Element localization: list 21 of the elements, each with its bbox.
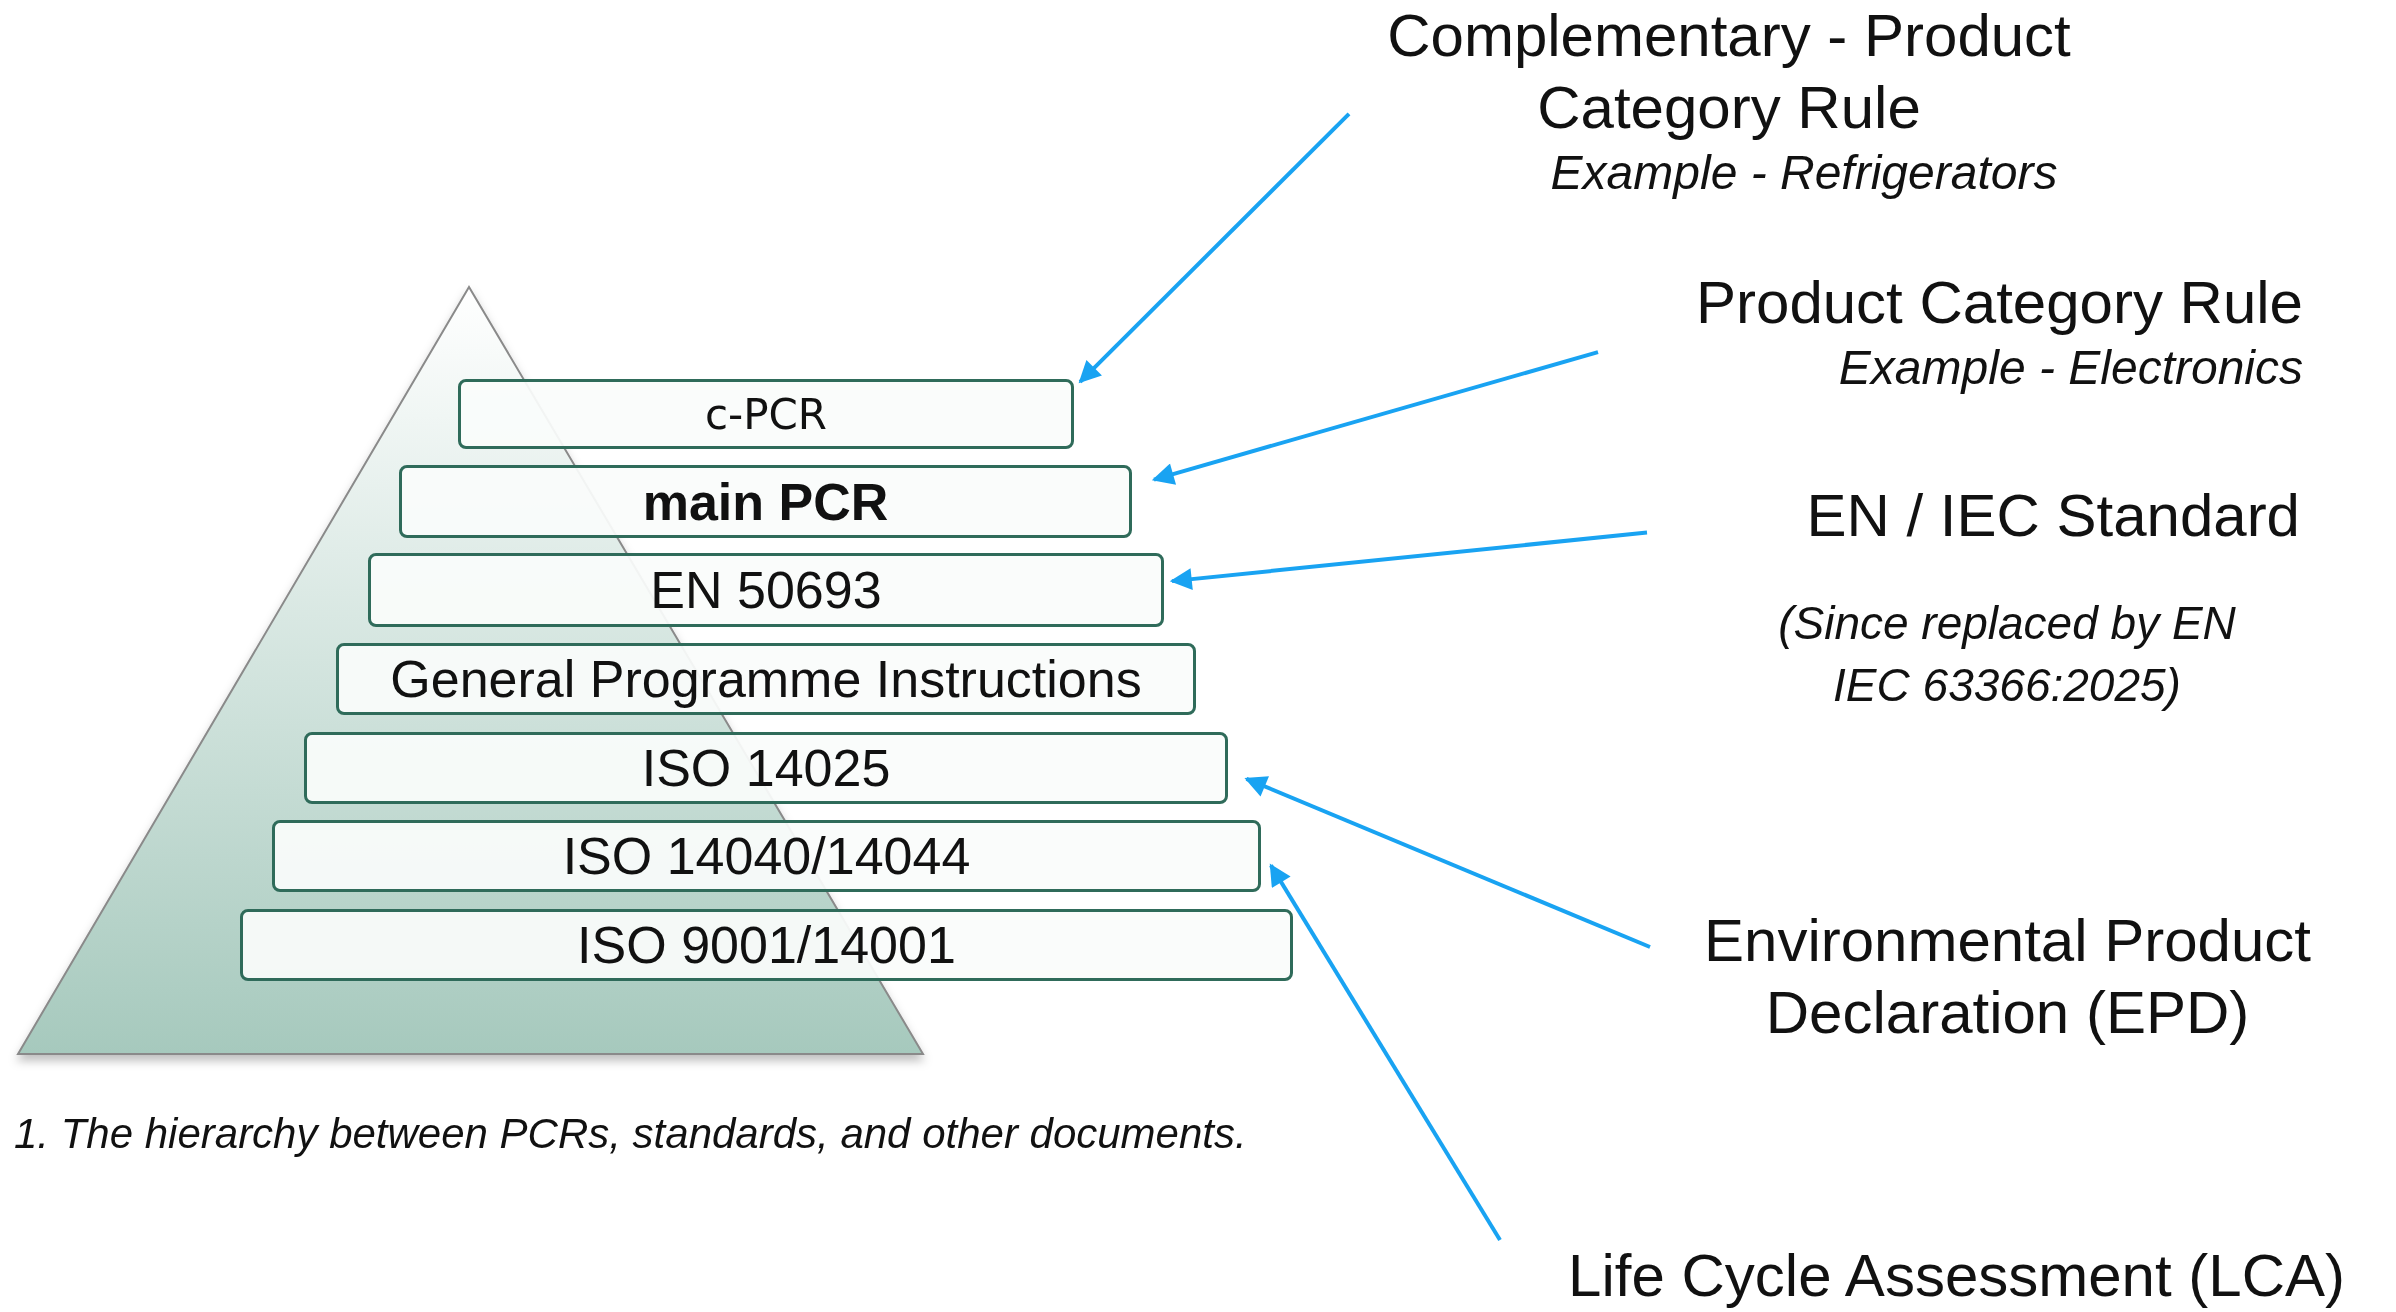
annotation-heading: Life Cycle Assessment (LCA) [1568, 1241, 2345, 1311]
example-note: Example - Refrigerators [1549, 145, 2058, 201]
arrow [1151, 350, 1599, 485]
arrow [1269, 863, 1502, 1242]
pyramid-layer-box: ISO 14025 [304, 732, 1228, 804]
arrow [1244, 776, 1651, 949]
pyramid-layer-box: EN 50693 [368, 553, 1164, 627]
annotation-heading: Environmental Product Declaration (EPD) [1703, 906, 2312, 1048]
figure-caption: 1. The hierarchy between PCRs, standards, and other documents. [14, 1110, 1247, 1158]
pyramid-layer-box: ISO 14040/14044 [272, 820, 1261, 892]
pyramid-layer-box: ISO 9001/14001 [240, 909, 1293, 981]
annotation-heading: Product Category Rule [1696, 268, 2303, 338]
arrow [1169, 530, 1648, 591]
annotation-heading: Complementary - Product Category Rule [1386, 1, 2072, 143]
pyramid-layer-box: General Programme Instructions [336, 643, 1196, 715]
pyramid-layer-box: c-PCR [458, 379, 1074, 449]
annotation-heading: EN / IEC Standard [1806, 481, 2300, 551]
arrow [1078, 112, 1351, 384]
example-note: Example - Electronics [1838, 340, 2303, 396]
pyramid-layer-box: main PCR [399, 465, 1132, 538]
side-note: (Since replaced by EN IEC 63366:2025) [1777, 596, 2237, 714]
